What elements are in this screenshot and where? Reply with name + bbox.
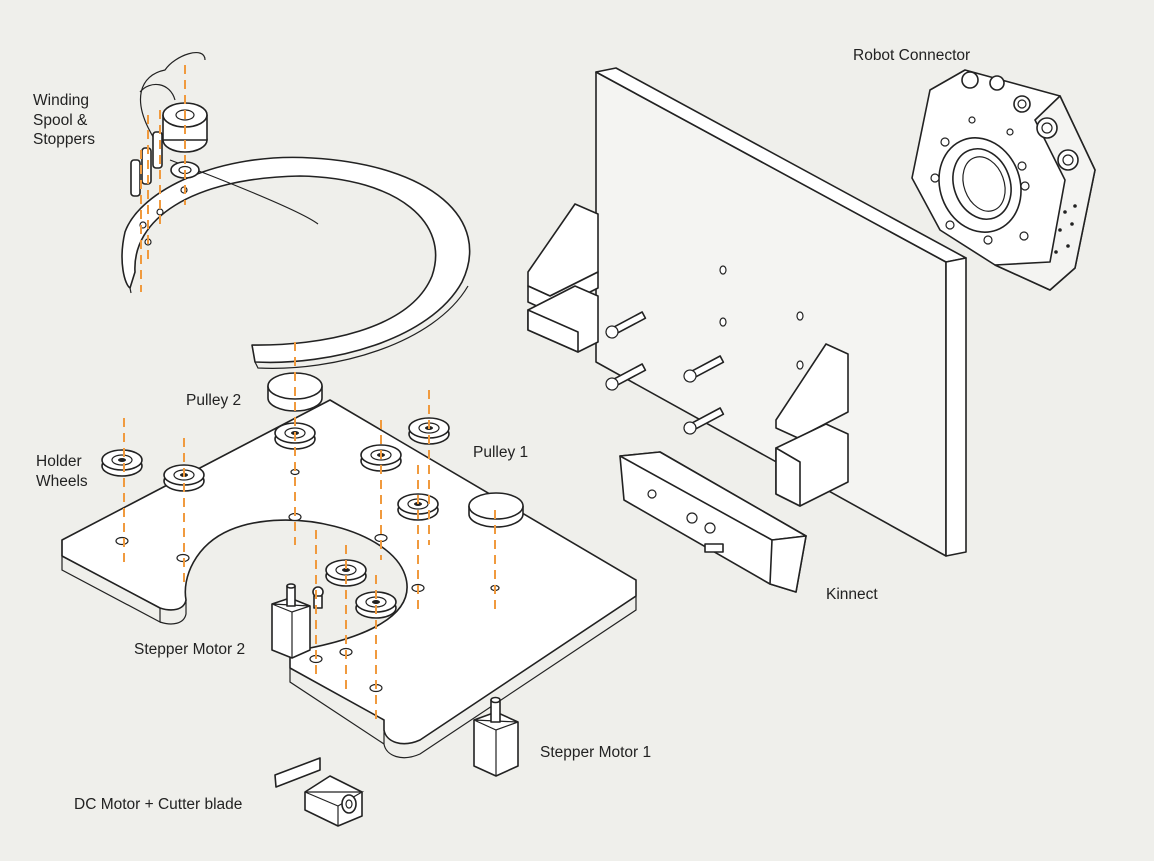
connector-pins — [1054, 204, 1077, 254]
pulley-2 — [267, 372, 323, 412]
base-plate — [61, 399, 637, 759]
dc-motor-cutter — [274, 757, 365, 827]
stepper-motor-1 — [473, 696, 519, 777]
robot-connector — [911, 69, 1096, 291]
label-winding-spool: Winding Spool & Stoppers — [33, 92, 96, 148]
label-robot-connector: Robot Connector — [853, 47, 971, 64]
label-dc-motor-cutter: DC Motor + Cutter blade — [74, 796, 243, 813]
alignment-guides — [123, 65, 496, 722]
winding-spool — [130, 51, 319, 246]
bolts — [605, 311, 725, 435]
label-holder-wheels: Holder Wheels — [36, 453, 88, 490]
label-stepper-motor-2: Stepper Motor 2 — [134, 641, 246, 658]
bracket-right — [775, 343, 849, 507]
pulley-1 — [468, 492, 524, 528]
kinect-sensor — [619, 451, 807, 593]
label-pulley-2: Pulley 2 — [186, 392, 242, 409]
c-ring — [121, 156, 471, 369]
label-stepper-motor-1: Stepper Motor 1 — [540, 744, 652, 761]
label-kinnect: Kinnect — [826, 586, 878, 603]
mounting-plate — [595, 67, 967, 557]
bracket-left — [527, 203, 599, 353]
label-pulley-1: Pulley 1 — [473, 444, 529, 461]
